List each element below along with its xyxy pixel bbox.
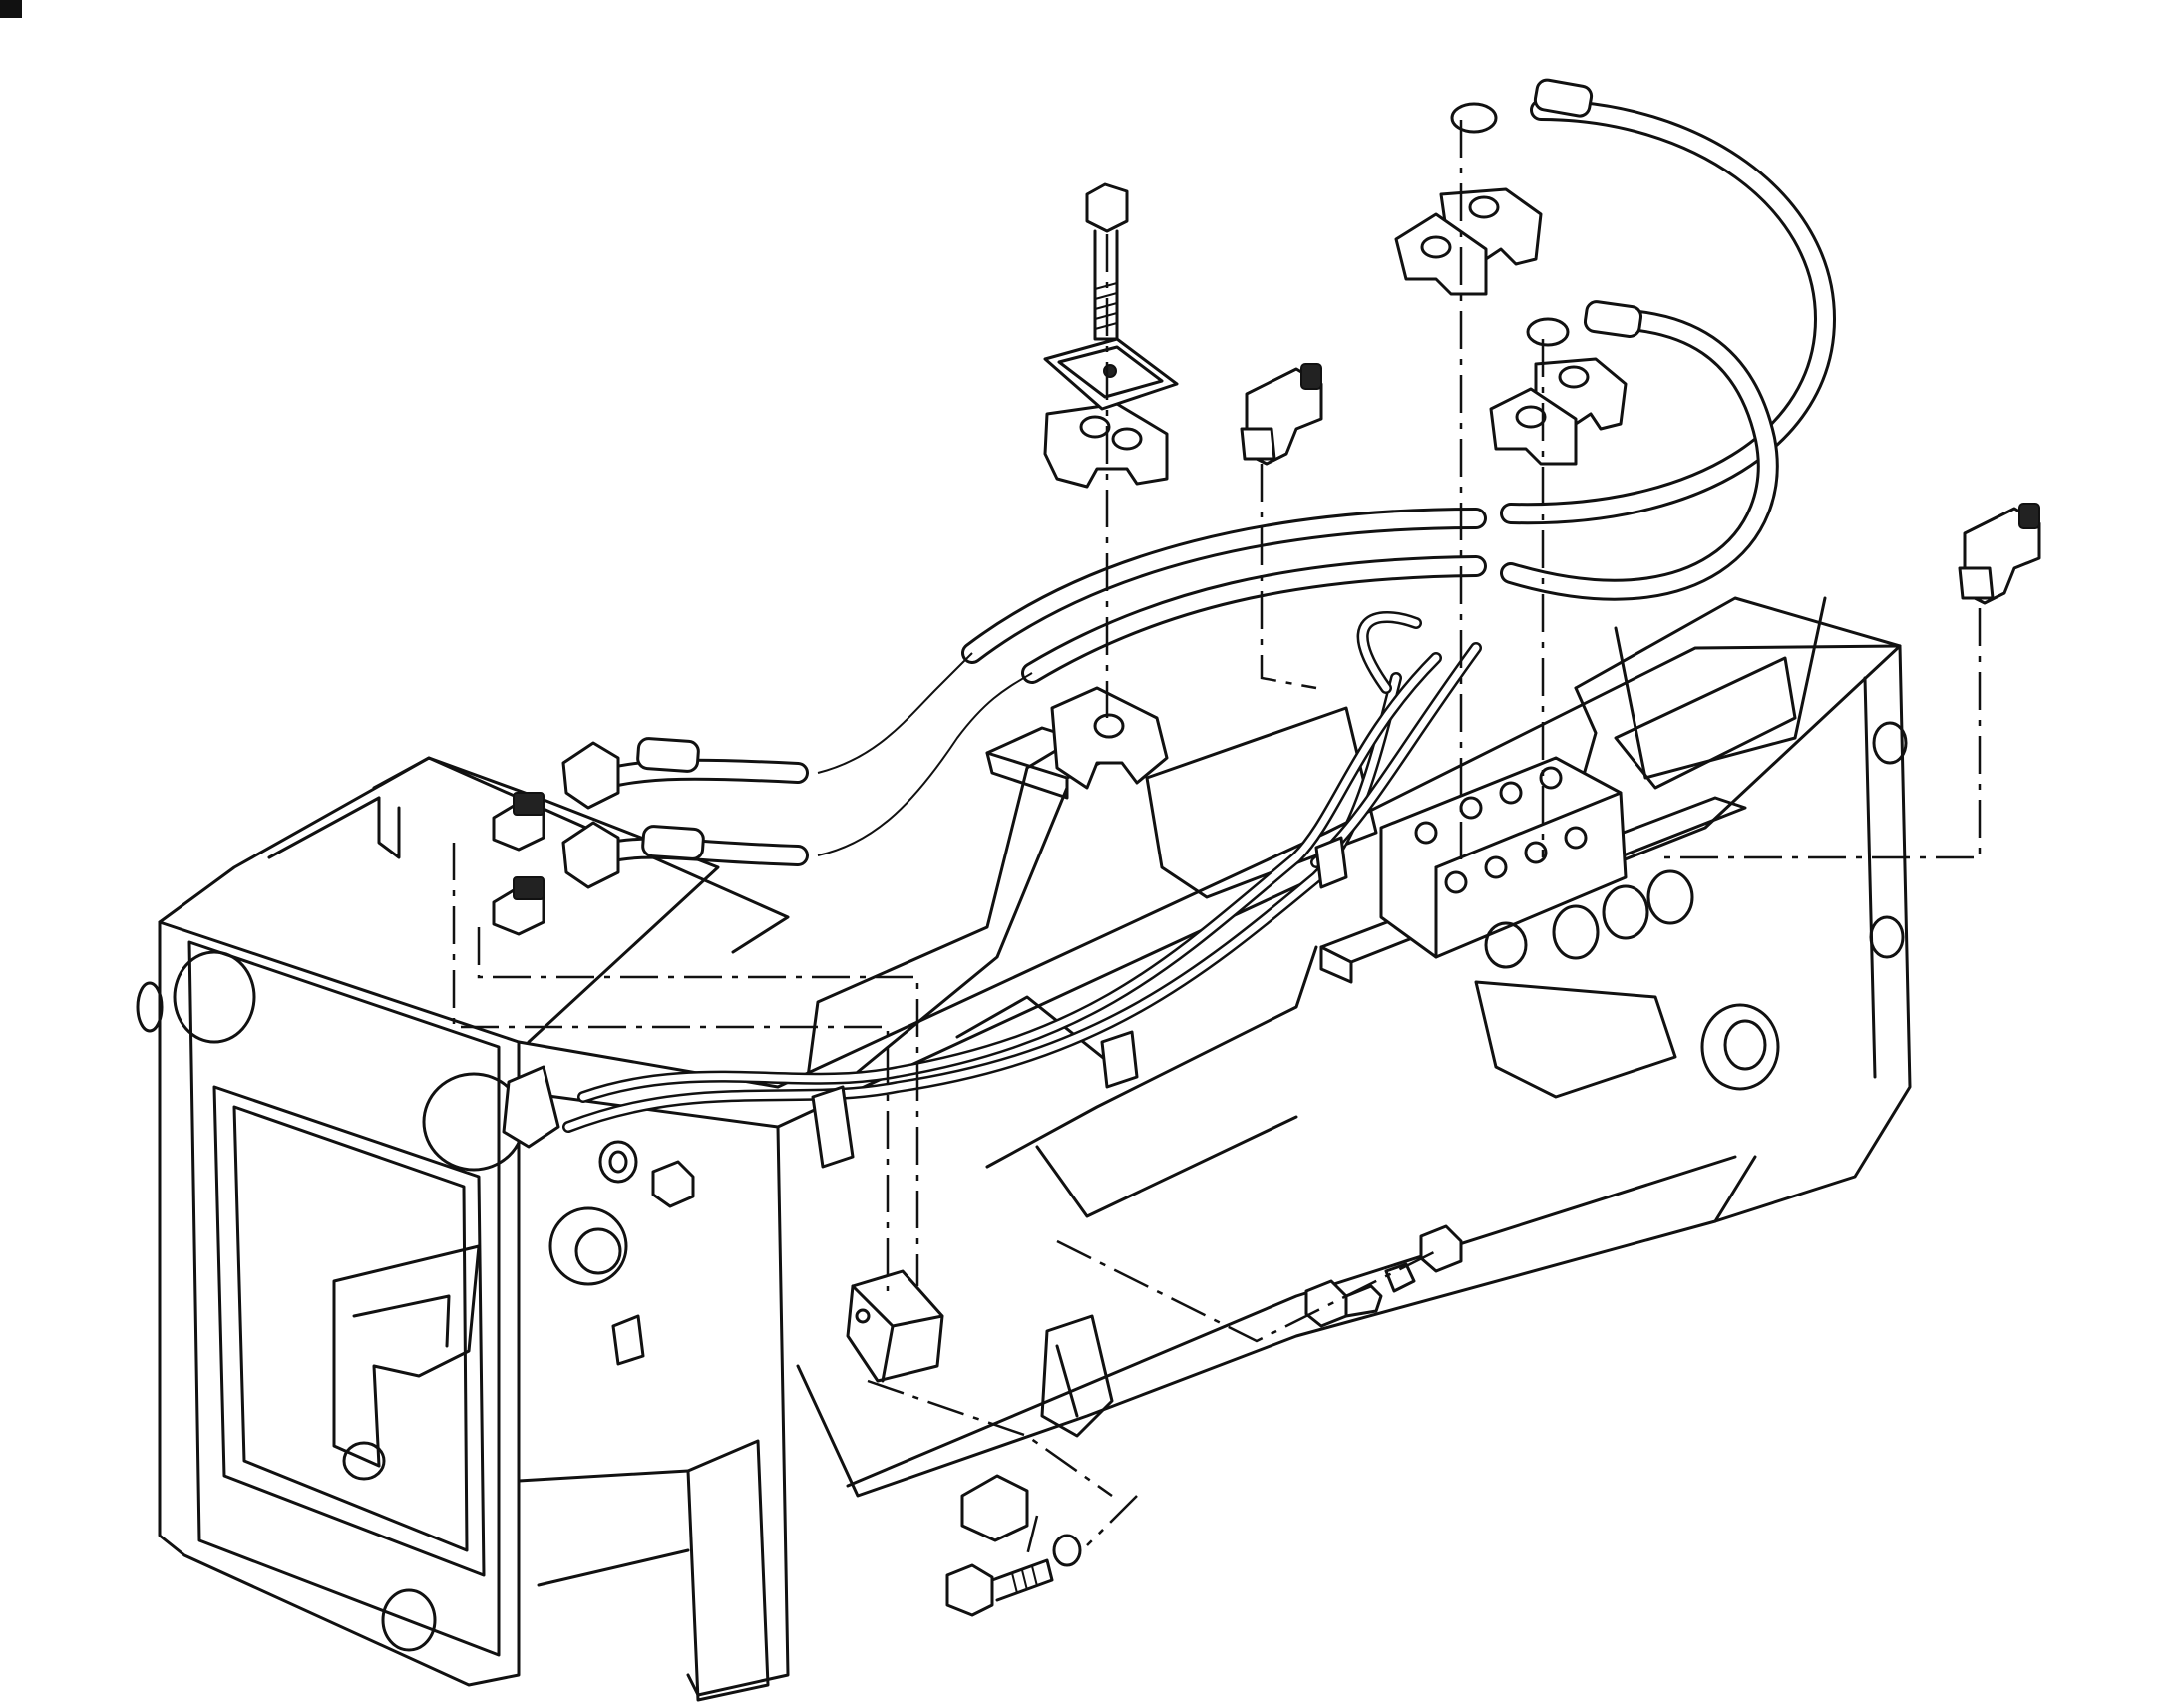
switch-assembly-right [1304,1224,1463,1328]
split-clamps-right [1394,187,1628,466]
nut-and-washer-left [598,1140,695,1208]
corner-mark [0,0,22,18]
hose-ferrules [636,78,1643,860]
hydraulic-hoses [562,99,1837,1133]
hose-clamp-lower [1050,686,1169,790]
control-valve-block [1379,756,1694,969]
leader-lines [452,120,1982,1556]
adapter-fittings-left [492,792,545,936]
hose-clamp-upper [1043,337,1179,489]
elbow-fittings [561,102,2041,889]
bolt-and-washer-bottom [945,1474,1082,1617]
tractor-frame [136,596,1912,1702]
hose-clips [502,836,1348,1383]
